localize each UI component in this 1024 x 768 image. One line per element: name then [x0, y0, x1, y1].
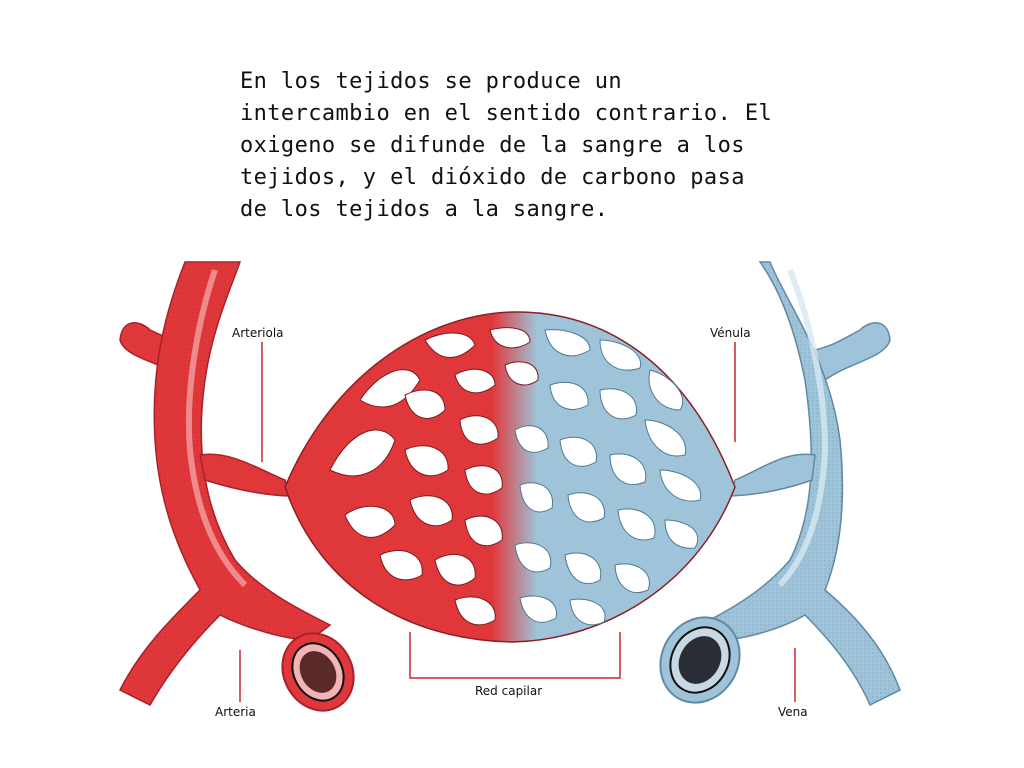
vein-vessel — [659, 261, 901, 707]
artery-vessel — [118, 261, 355, 712]
leader-lines — [239, 342, 796, 702]
label-vena: Vena — [778, 705, 808, 719]
label-arteriola: Arteriola — [232, 326, 284, 340]
label-red-capilar: Red capilar — [475, 684, 542, 698]
capillary-network — [284, 311, 736, 643]
label-venula: Vénula — [710, 326, 751, 340]
label-arteria: Arteria — [215, 705, 256, 719]
caption-text: En los tejidos se produce un intercambio… — [240, 69, 773, 222]
